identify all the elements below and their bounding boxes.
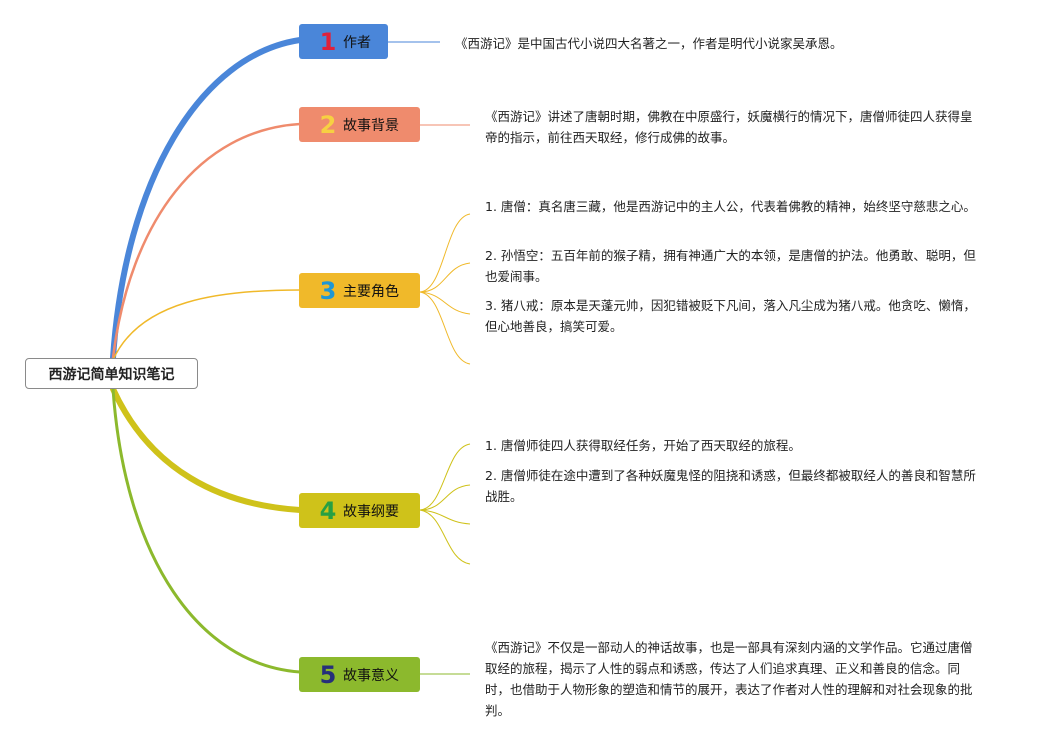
note-meaning: 《西游记》不仅是一部动人的神话故事，也是一部具有深刻内涵的文学作品。它通过唐僧取… [485,640,973,718]
branch-outline[interactable]: 4 故事纲要 [299,493,420,528]
branch-label: 主要角色 [343,283,399,300]
branch-roles[interactable]: 3 主要角色 [299,273,420,308]
branch-meaning[interactable]: 5 故事意义 [299,657,420,692]
link-branch-3-sub-2 [419,262,471,293]
link-branch-3-sub-1 [419,213,471,293]
branch-label: 故事意义 [343,667,399,684]
branch-background[interactable]: 2 故事背景 [299,107,420,142]
note-outline-2: 2. 唐僧师徒在途中遭到了各种妖魔鬼怪的阻挠和诱惑，但最终都被取经人的善良和智慧… [485,468,976,504]
branch-label: 故事背景 [343,117,399,134]
number-1-icon: 1 [319,27,337,56]
link-root-branch-2 [111,122,301,359]
link-branch-4-sub-4 [419,509,471,565]
link-branch-3-sub-4 [419,291,471,365]
link-root-branch-5 [111,388,301,674]
number-4-icon: 4 [319,496,337,525]
link-root-branch-4 [110,386,303,513]
note-background: 《西游记》讲述了唐朝时期，佛教在中原盛行，妖魔横行的情况下，唐僧师徒四人获得皇帝… [485,109,973,145]
note-outline-1: 1. 唐僧师徒四人获得取经任务，开始了西天取经的旅程。 [485,438,801,453]
number-3-icon: 3 [319,276,337,305]
note-role-2: 2. 孙悟空：五百年前的猴子精，拥有神通广大的本领，是唐僧的护法。他勇敢、聪明，… [485,248,976,284]
branch-label: 作者 [343,34,371,51]
link-branch-3-sub-3 [419,291,471,315]
note-role-1: 1. 唐僧：真名唐三藏，他是西游记中的主人公，代表着佛教的精神，始终坚守慈悲之心… [485,199,976,214]
link-root-branch-3 [112,289,301,361]
number-2-icon: 2 [319,110,337,139]
branch-label: 故事纲要 [343,503,399,520]
note-role-3: 3. 猪八戒：原本是天蓬元帅，因犯错被贬下凡间，落入凡尘成为猪八戒。他贪吃、懒惰… [485,298,976,334]
note-author: 《西游记》是中国古代小说四大名著之一，作者是明代小说家吴承恩。 [455,36,843,51]
root-node[interactable]: 西游记简单知识笔记 [25,358,198,389]
root-title: 西游记简单知识笔记 [48,366,175,383]
branch-author[interactable]: 1 作者 [299,24,388,59]
number-5-icon: 5 [319,660,337,689]
link-branch-4-sub-2 [419,484,471,511]
link-root-branch-1 [110,37,303,361]
link-branch-4-sub-1 [419,443,471,511]
link-branch-4-sub-3 [419,509,471,525]
